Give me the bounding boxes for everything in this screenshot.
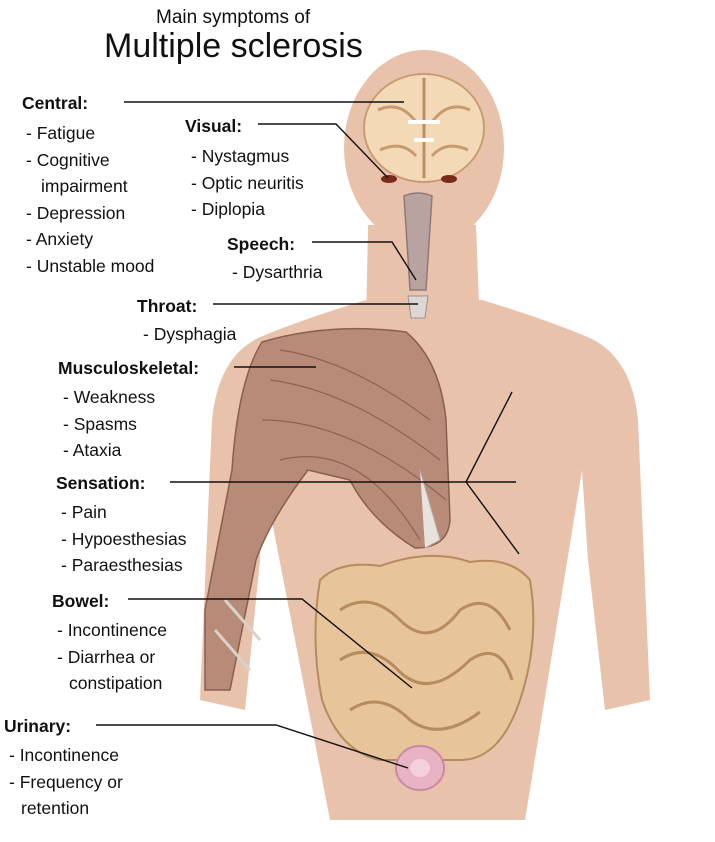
central-symptoms: Central: - Fatigue - Cognitive impairmen… [22, 93, 154, 279]
bladder [396, 746, 444, 790]
speech-symptoms: Speech: - Dysarthria [227, 234, 322, 286]
central-item: - Depression [26, 200, 154, 227]
musculoskeletal-heading: Musculoskeletal: [58, 358, 199, 378]
central-item: - Cognitive [26, 147, 154, 174]
urinary-heading: Urinary: [4, 716, 71, 736]
visual-item: - Nystagmus [191, 143, 304, 170]
sensation-item: - Hypoesthesias [61, 526, 186, 553]
bowel-item: - Incontinence [57, 617, 167, 644]
diagram-title: Multiple sclerosis [104, 29, 363, 63]
musculoskeletal-item: - Weakness [63, 384, 199, 411]
musculoskeletal-symptoms: Musculoskeletal: - Weakness - Spasms - A… [58, 358, 199, 464]
throat-item: - Dysphagia [143, 321, 236, 348]
diagram-subtitle: Main symptoms of [156, 8, 310, 27]
central-item: impairment [26, 173, 154, 200]
speech-heading: Speech: [227, 234, 295, 254]
throat-heading: Throat: [137, 296, 197, 316]
central-item: - Fatigue [26, 120, 154, 147]
urinary-item: retention [9, 795, 123, 822]
visual-symptoms: Visual: - Nystagmus - Optic neuritis - D… [185, 116, 304, 223]
intestines [315, 556, 533, 760]
urinary-item: - Frequency or [9, 769, 123, 796]
central-item: - Unstable mood [26, 253, 154, 280]
sensation-heading: Sensation: [56, 473, 145, 493]
musculoskeletal-item: - Spasms [63, 411, 199, 438]
larynx [404, 193, 432, 318]
bowel-heading: Bowel: [52, 591, 109, 611]
urinary-symptoms: Urinary: - Incontinence - Frequency or r… [4, 716, 123, 822]
urinary-item: - Incontinence [9, 742, 123, 769]
sensation-item: - Pain [61, 499, 186, 526]
central-heading: Central: [22, 93, 88, 113]
sensation-item: - Paraesthesias [61, 552, 186, 579]
throat-symptoms: Throat: - Dysphagia [137, 296, 236, 348]
visual-item: - Diplopia [191, 196, 304, 223]
bowel-item: - Diarrhea or [57, 644, 167, 671]
visual-heading: Visual: [185, 116, 242, 136]
visual-item: - Optic neuritis [191, 170, 304, 197]
bowel-item: constipation [57, 670, 167, 697]
brain [364, 74, 484, 182]
musculoskeletal-item: - Ataxia [63, 437, 199, 464]
central-item: - Anxiety [26, 226, 154, 253]
speech-item: - Dysarthria [232, 259, 322, 286]
sensation-symptoms: Sensation: - Pain - Hypoesthesias - Para… [56, 473, 186, 579]
bowel-symptoms: Bowel: - Incontinence - Diarrhea or cons… [52, 591, 167, 697]
